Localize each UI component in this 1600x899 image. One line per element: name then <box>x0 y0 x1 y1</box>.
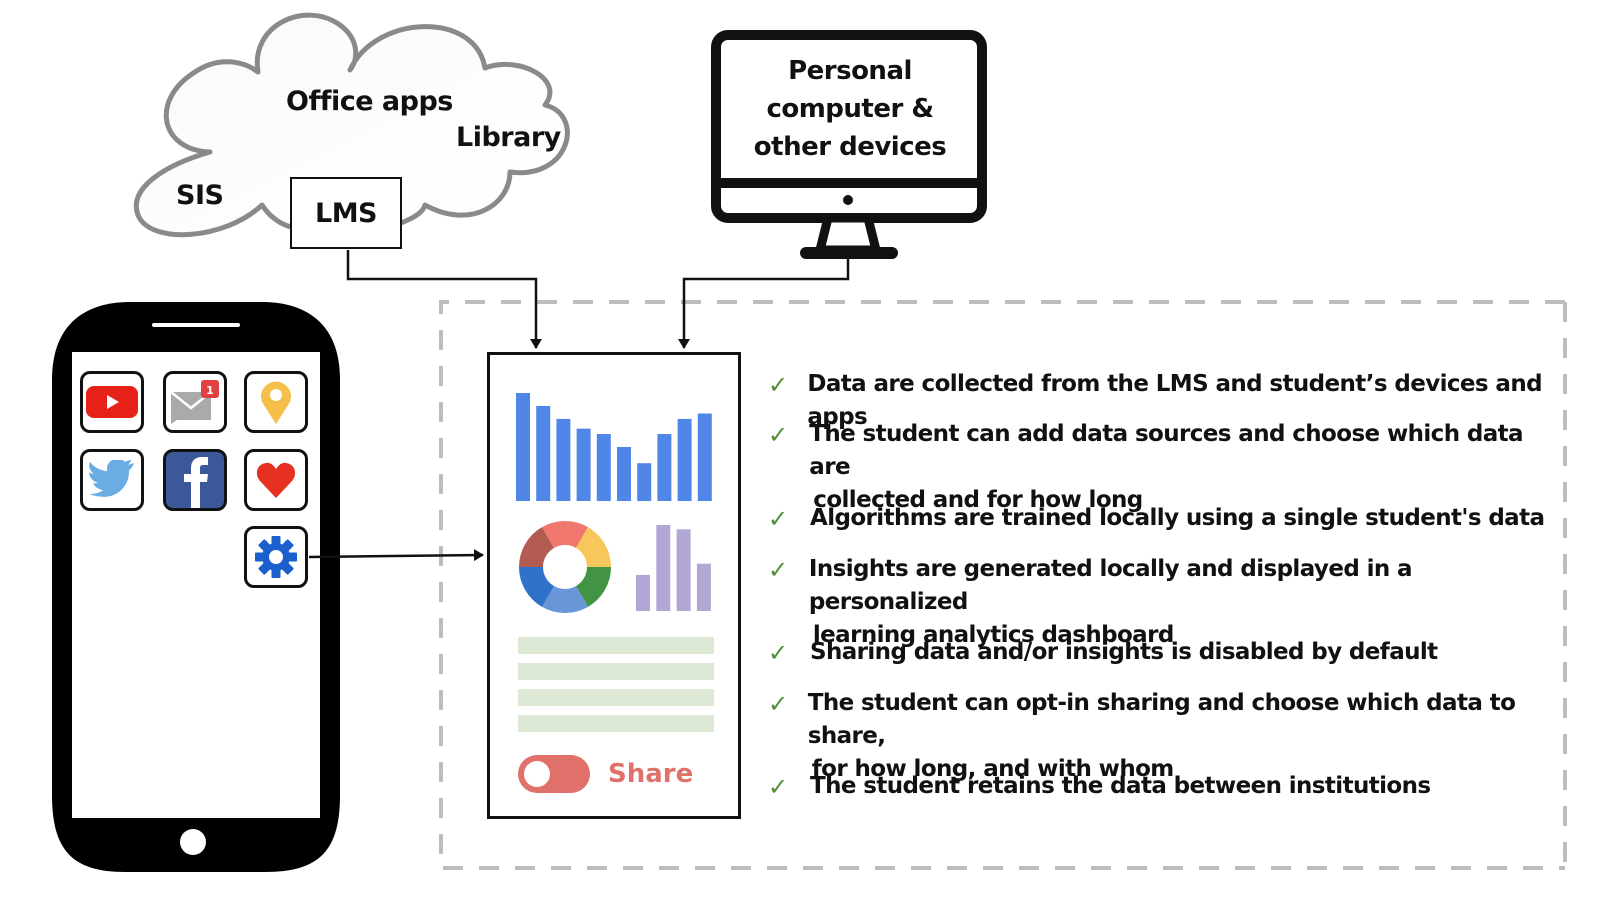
feature-item: ✓ The student can add data sources and c… <box>768 418 1558 517</box>
checkmark-icon: ✓ <box>768 505 789 533</box>
feature-text-continuation: collected and for how long <box>813 487 1143 513</box>
feature-item: ✓ Insights are generated locally and dis… <box>768 553 1558 652</box>
checkmark-icon: ✓ <box>768 556 789 584</box>
youtube-icon <box>86 386 138 418</box>
app-twitter[interactable] <box>80 449 144 511</box>
library-label: Library <box>456 122 561 153</box>
app-maps[interactable] <box>244 371 308 433</box>
lms-box: LMS <box>290 177 402 249</box>
chart-bar <box>596 434 611 501</box>
mail-icon: 1 <box>170 380 219 424</box>
feature-item: ✓ The student retains the data between i… <box>768 770 1431 804</box>
feature-item: ✓ Algorithms are trained locally using a… <box>768 502 1545 536</box>
chart-bar <box>617 447 631 501</box>
feature-text: Data are collected from the LMS and stud… <box>807 371 1542 430</box>
feature-text: The student can opt-in sharing and choos… <box>807 690 1516 749</box>
text-line-placeholder <box>518 663 714 680</box>
facebook-icon <box>184 457 208 508</box>
feature-text: The student retains the data between ins… <box>810 773 1431 799</box>
lms-to-dashboard-arrow <box>346 250 542 349</box>
map-pin-icon <box>261 381 291 424</box>
chart-bar <box>696 563 711 611</box>
feature-item: ✓ The student can opt-in sharing and cho… <box>768 687 1558 786</box>
text-line-placeholder <box>518 689 714 706</box>
mail-badge-count: 1 <box>206 384 214 397</box>
chart-bar <box>556 418 571 501</box>
gear-icon <box>255 536 297 578</box>
feature-item: ✓ Data are collected from the LMS and st… <box>768 368 1558 434</box>
text-line-placeholder <box>518 637 714 654</box>
share-toggle-knob[interactable] <box>524 761 550 787</box>
office-apps-label: Office apps <box>286 86 453 117</box>
donut-segment <box>576 567 611 607</box>
feature-text: Sharing data and/or insights is disabled… <box>810 639 1438 665</box>
chart-bar <box>657 434 672 501</box>
twitter-bird-icon <box>89 460 134 497</box>
app-facebook[interactable] <box>163 449 227 511</box>
checkmark-icon: ✓ <box>768 371 789 399</box>
chart-bar <box>516 393 530 501</box>
personal-computer-label: Personal computer & other devices <box>730 52 970 166</box>
feature-text: The student can add data sources and cho… <box>809 421 1523 480</box>
feature-item: ✓ Sharing data and/or insights is disabl… <box>768 636 1438 670</box>
chart-bar <box>536 405 551 501</box>
donut-segment <box>542 521 588 548</box>
mail-badge <box>201 380 219 398</box>
donut-segment <box>519 527 554 567</box>
checkmark-icon: ✓ <box>768 421 789 449</box>
monitor-line-1: Personal <box>788 56 912 86</box>
local-boundary-dashed-box <box>439 300 1565 870</box>
chart-bar <box>677 418 692 501</box>
app-mail[interactable]: 1 <box>163 371 227 433</box>
donut-segment <box>542 586 588 613</box>
app-settings[interactable] <box>244 526 308 588</box>
donut-chart-icon <box>519 521 611 613</box>
donut-segment <box>576 527 611 567</box>
cloud-shape <box>133 12 570 238</box>
heart-icon <box>256 462 296 498</box>
checkmark-icon: ✓ <box>768 690 789 718</box>
settings-to-dashboard-arrow <box>308 549 484 562</box>
monitor-icon <box>711 30 987 259</box>
chart-bar <box>636 574 650 611</box>
lms-label: LMS <box>314 197 378 229</box>
chart-bar <box>676 529 691 611</box>
sis-label: SIS <box>176 180 224 211</box>
feature-text: Algorithms are trained locally using a s… <box>810 505 1545 531</box>
checkmark-icon: ✓ <box>768 773 789 801</box>
small-bar-chart-icon <box>636 525 711 611</box>
monitor-line-2: computer & <box>766 94 934 124</box>
chart-bar <box>697 413 712 501</box>
chart-bar <box>576 428 591 501</box>
feature-text-continuation: for how long, and with whom <box>811 756 1175 782</box>
share-label: Share <box>608 759 694 789</box>
computer-to-dashboard-arrow <box>678 259 850 349</box>
donut-segment <box>519 567 554 607</box>
app-health[interactable] <box>244 449 308 511</box>
bar-chart-icon <box>516 393 712 501</box>
monitor-line-3: other devices <box>753 132 947 162</box>
chart-bar <box>656 525 671 611</box>
feature-text: Insights are generated locally and displ… <box>808 556 1413 615</box>
chart-bar <box>637 463 652 501</box>
learning-analytics-dashboard: Share <box>487 352 741 819</box>
checkmark-icon: ✓ <box>768 639 789 667</box>
app-youtube[interactable] <box>80 371 144 433</box>
share-toggle[interactable] <box>518 755 590 793</box>
feature-text-continuation: learning analytics dashboard <box>812 622 1174 648</box>
text-line-placeholder <box>518 715 714 732</box>
